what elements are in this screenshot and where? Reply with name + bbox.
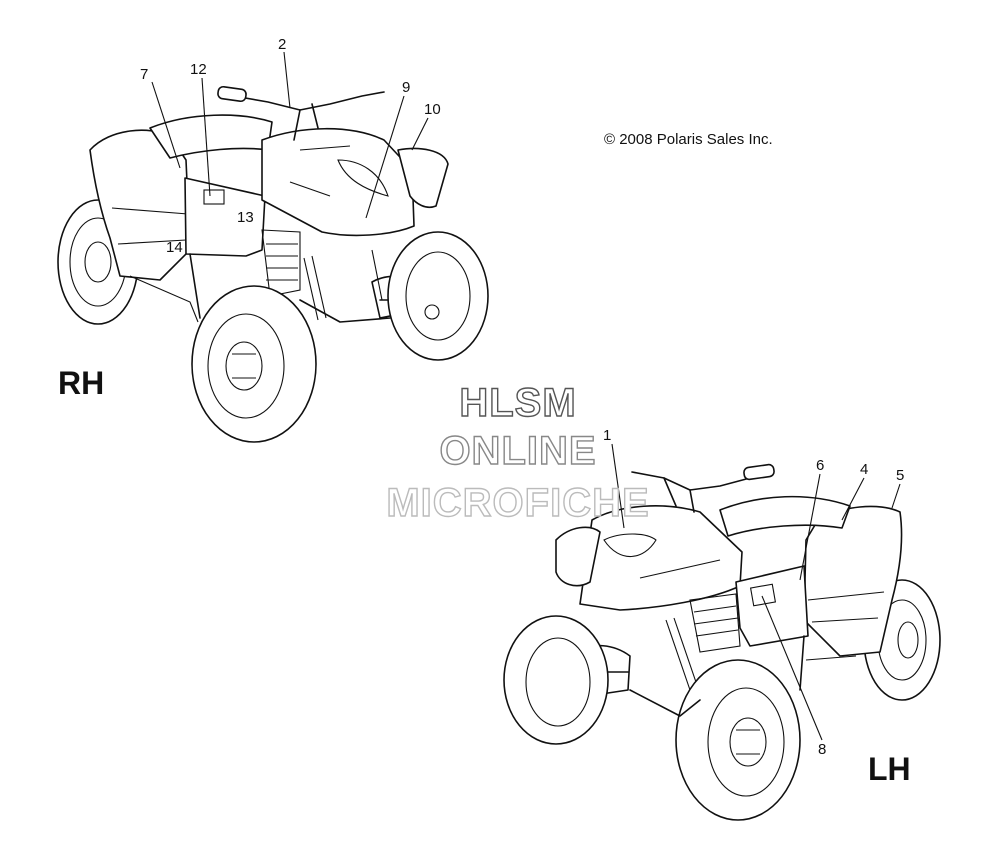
callout-leaders <box>151 51 901 741</box>
atv-right-side-drawing <box>57 85 489 443</box>
callout-2: 2 <box>278 36 286 53</box>
lh-front-wheel-far <box>503 615 609 745</box>
decal-8-box <box>749 583 777 607</box>
lh-engine <box>689 593 741 653</box>
lh-side-panel <box>735 565 809 647</box>
lh-seat <box>719 495 851 537</box>
copyright-text: © 2008 Polaris Sales Inc. <box>604 131 773 148</box>
rh-seat <box>149 114 273 159</box>
callout-9: 9 <box>402 79 410 96</box>
callout-6: 6 <box>816 457 824 474</box>
watermark: HLSM ONLINE MICROFICHE <box>386 380 650 525</box>
rh-headlight-pod <box>397 147 449 209</box>
callout-14: 14 <box>166 239 183 256</box>
lh-rear-fender <box>803 505 903 657</box>
callout-numbers: 2 7 12 9 10 13 14 1 6 4 5 8 <box>140 36 904 758</box>
callout-7: 7 <box>140 66 148 83</box>
rh-front-body <box>261 127 415 237</box>
watermark-line-1: HLSM <box>459 381 576 425</box>
callout-5: 5 <box>896 467 904 484</box>
rh-engine <box>261 229 301 297</box>
rh-side-panel <box>184 177 266 257</box>
decal-12-box <box>203 189 225 205</box>
rh-handlebar <box>221 91 385 111</box>
lh-headlight-pod <box>555 526 601 587</box>
callout-4: 4 <box>860 461 868 478</box>
lh-front-wheel-near <box>675 659 801 821</box>
atv-left-side-drawing <box>503 463 941 821</box>
watermark-line-3: MICROFICHE <box>386 481 649 525</box>
callout-1: 1 <box>603 427 611 444</box>
rh-rear-fender <box>89 129 191 281</box>
callout-8: 8 <box>818 741 826 758</box>
callout-12: 12 <box>190 61 207 78</box>
rh-front-wheel-far <box>387 231 489 361</box>
callout-10: 10 <box>424 101 441 118</box>
watermark-line-2: ONLINE <box>439 429 596 473</box>
rh-front-wheel-near <box>191 285 317 443</box>
callout-13: 13 <box>237 209 254 226</box>
view-label-lh: LH <box>868 751 911 787</box>
view-label-rh: RH <box>58 365 104 401</box>
